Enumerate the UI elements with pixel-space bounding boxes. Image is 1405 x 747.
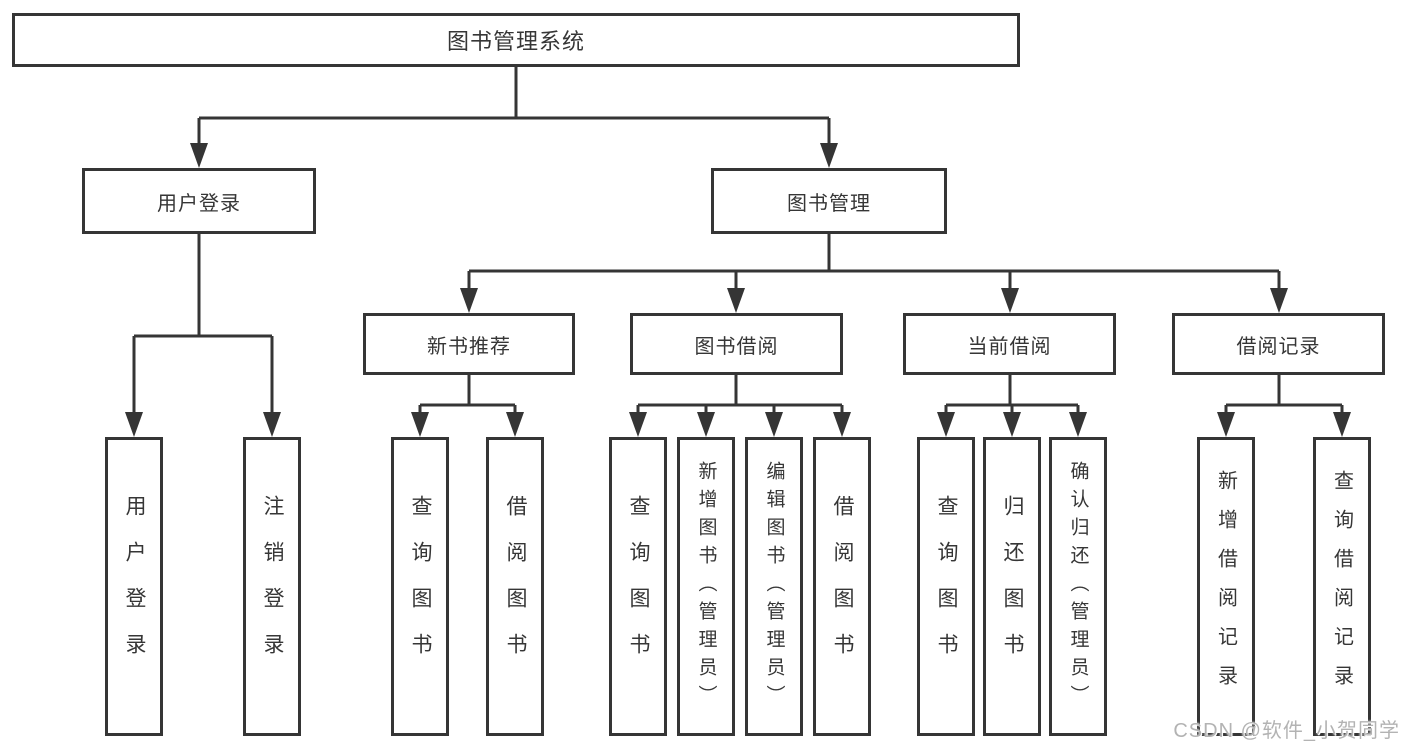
node-label: 查询图书 [935,494,958,679]
node-label: 新增图书（管理员） [695,460,717,713]
node-label: 新书推荐 [427,335,511,358]
node-current-borrowing: 当前借阅 [903,313,1116,375]
node-book-borrowing: 图书借阅 [630,313,843,375]
node-borrowing-records: 借阅记录 [1172,313,1385,375]
node-leaf-borrow-add-book-admin: 新增图书（管理员） [677,437,735,736]
node-label: 查询图书 [409,494,432,679]
node-label: 借阅图书 [504,494,527,679]
node-leaf-borrow-borrow-books: 借阅图书 [813,437,871,736]
node-user-login: 用户登录 [82,168,316,234]
node-label: 图书管理系统 [446,29,585,54]
node-label: 确认归还（管理员） [1067,460,1089,713]
node-leaf-borrow-edit-book-admin: 编辑图书（管理员） [745,437,803,736]
node-leaf-borrow-query-books: 查询图书 [609,437,667,736]
node-leaf-recommend-query-books: 查询图书 [391,437,449,736]
node-new-book-recommendation: 新书推荐 [363,313,575,375]
node-label: 用户登录 [123,494,146,679]
node-label: 归还图书 [1001,494,1024,679]
node-label: 新增借阅记录 [1214,469,1237,704]
node-label: 注销登录 [261,494,284,679]
node-label: 用户登录 [157,192,241,215]
node-leaf-user-login: 用户登录 [105,437,163,736]
node-label: 查询借阅记录 [1330,469,1353,704]
node-label: 编辑图书（管理员） [763,460,785,713]
node-book-management: 图书管理 [711,168,947,234]
node-leaf-records-query-record: 查询借阅记录 [1313,437,1371,736]
node-label: 查询图书 [627,494,650,679]
node-label: 图书管理 [787,192,871,215]
node-leaf-current-confirm-return-admin: 确认归还（管理员） [1049,437,1107,736]
node-label: 借阅图书 [831,494,854,679]
node-label: 当前借阅 [967,335,1052,358]
node-label: 图书借阅 [694,335,779,358]
node-leaf-current-return-books: 归还图书 [983,437,1041,736]
node-leaf-current-query-books: 查询图书 [917,437,975,736]
node-leaf-recommend-borrow-books: 借阅图书 [486,437,544,736]
node-leaf-records-add-record: 新增借阅记录 [1197,437,1255,736]
csdn-watermark: CSDN @软件_小贺同学 [1173,720,1400,742]
node-leaf-logout: 注销登录 [243,437,301,736]
node-library-management-system: 图书管理系统 [12,13,1020,67]
node-label: 借阅记录 [1236,335,1321,358]
